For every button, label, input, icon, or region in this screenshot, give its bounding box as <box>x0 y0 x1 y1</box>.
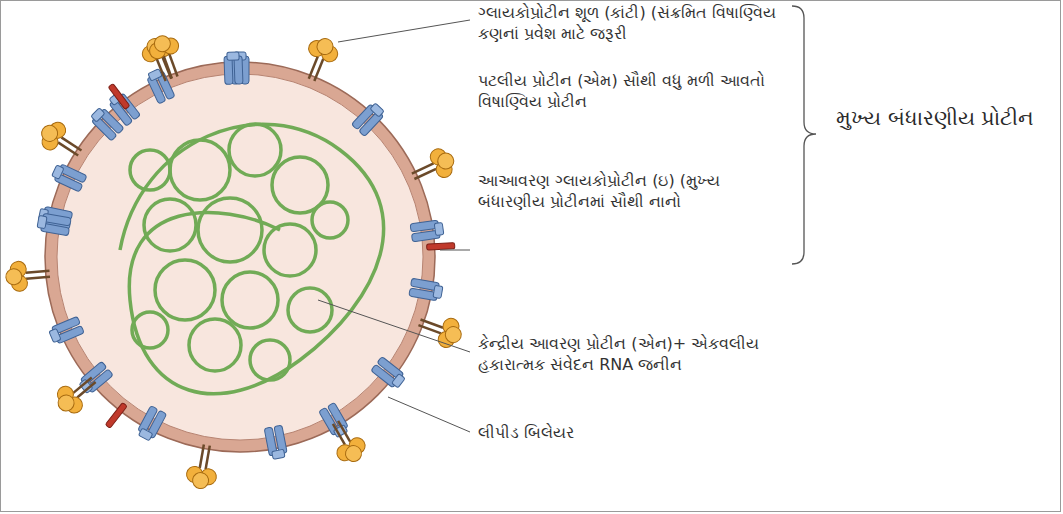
leader-line <box>338 20 470 42</box>
membrane-protein <box>136 406 167 443</box>
spike-glycoprotein <box>146 31 189 83</box>
part-label: પટલીય પ્રોટીન (એમ) સૌથી વધુ મળી આવતો વિષ… <box>478 70 778 112</box>
membrane-protein <box>48 316 84 345</box>
spike-glycoprotein <box>323 415 371 468</box>
group-label: મુખ્ય બંધારણીય પ્રોટીન <box>836 104 1041 132</box>
membrane-protein <box>50 162 87 192</box>
spike-glycoprotein <box>50 368 103 419</box>
lipid-bilayer <box>45 62 435 452</box>
membrane-protein <box>409 278 444 301</box>
membrane-protein <box>37 213 72 236</box>
spike-glycoprotein <box>184 442 221 491</box>
membrane-protein <box>264 425 288 460</box>
membrane-protein <box>224 52 243 85</box>
membrane-protein <box>77 361 113 395</box>
virus-interior <box>57 74 423 440</box>
leader-line <box>440 250 470 251</box>
spike-glycoprotein <box>407 144 460 190</box>
membrane-protein <box>351 101 386 137</box>
part-label: લીપીડ બિલેયર <box>478 422 778 443</box>
part-label: આઆવરણ ગ્લાયકોપ્રોટીન (ઇ) (મુખ્ય બંધારણીય… <box>478 170 783 212</box>
membrane-protein <box>410 220 444 242</box>
bracket <box>792 6 816 264</box>
leader-line <box>318 300 470 352</box>
spike-glycoprotein <box>35 116 88 165</box>
envelope-protein <box>108 83 130 109</box>
envelope-protein <box>427 243 455 250</box>
membrane-protein <box>371 356 407 390</box>
leader-line <box>388 397 470 432</box>
virus-particle <box>5 31 466 491</box>
envelope-protein <box>105 403 127 429</box>
spike-glycoprotein <box>5 259 51 293</box>
part-label: કેન્દ્રીય આવરણ પ્રોટીન (એન)+ એકવલીય હકાર… <box>478 333 768 375</box>
spike-glycoprotein <box>298 33 342 85</box>
part-label: ગ્લાયકોપ્રોટીન શૂળ (કાંટી) (સંક્રમિત વિષ… <box>478 2 813 44</box>
spike-glycoprotein <box>138 33 182 85</box>
rna-genome <box>120 124 384 394</box>
leader-lines <box>318 20 470 432</box>
spike-glycoprotein <box>414 308 466 351</box>
